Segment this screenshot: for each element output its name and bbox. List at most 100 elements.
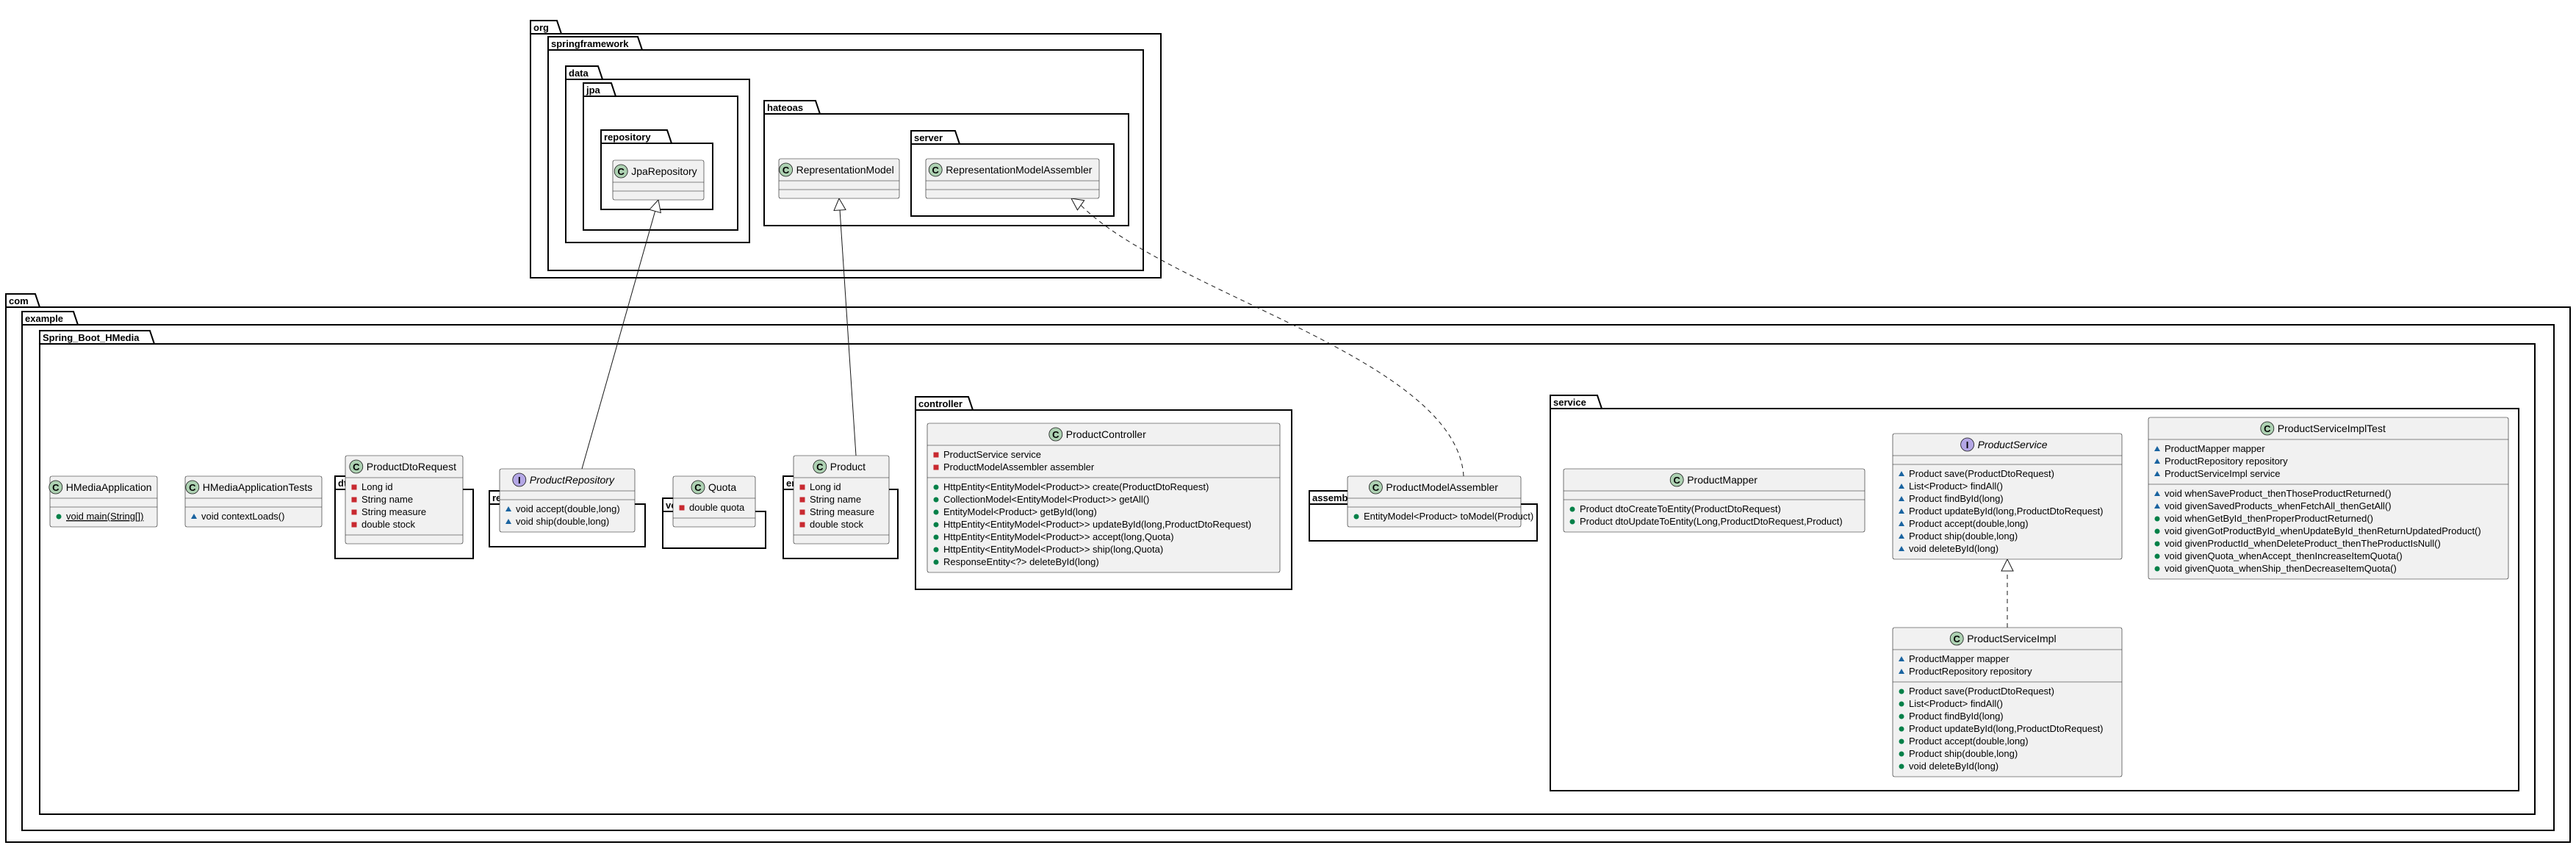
package-label: Spring_Boot_HMedia: [43, 332, 140, 343]
method-member: Product updateById(long,ProductDtoReques…: [1909, 723, 2104, 734]
field-member: double stock: [810, 519, 863, 530]
badge-letter: C: [353, 461, 360, 472]
interface-badge-icon: [1960, 437, 1975, 452]
class-name: HMediaApplicationTests: [203, 481, 312, 493]
field-member: String measure: [361, 506, 426, 517]
method-member: Product findById(long): [1909, 711, 2004, 722]
badge-letter: C: [694, 482, 702, 493]
field-member: ProductRepository repository: [2165, 456, 2288, 467]
class-quota[interactable]: C Quota double quota: [672, 475, 756, 528]
badge-letter: C: [816, 461, 824, 472]
field-member: double quota: [689, 502, 745, 513]
package-label: data: [569, 68, 589, 79]
implements-product-service: [2001, 558, 2014, 628]
method-member: void whenSaveProduct_thenThoseProductRet…: [2165, 488, 2392, 499]
method-member: Product accept(double,long): [1909, 736, 2029, 747]
class-badge-icon: [614, 164, 628, 179]
method-member: Product dtoCreateToEntity(ProductDtoRequ…: [1580, 503, 1781, 514]
package-label: repository: [604, 132, 651, 143]
class-name: Product: [830, 461, 866, 472]
package-controller: controller: [915, 396, 1292, 590]
method-member: ResponseEntity<?> deleteById(long): [943, 556, 1099, 567]
package-label: controller: [918, 398, 963, 409]
method-member: void main(String[]): [66, 511, 143, 522]
class-name: ProductMapper: [1687, 474, 1757, 486]
interface-badge-icon: [512, 472, 527, 487]
class-hmedia-application-tests[interactable]: C HMediaApplicationTests void contextLoads…: [184, 475, 323, 528]
package-com: com: [5, 293, 2571, 843]
class-badge-icon: [2260, 421, 2275, 436]
class-name: ProductDtoRequest: [367, 461, 456, 472]
package-label: com: [9, 295, 29, 306]
method-member: void accept(double,long): [516, 503, 620, 514]
extends-jpa-repository: [581, 198, 661, 470]
method-member: HttpEntity<EntityModel<Product>> accept(…: [943, 531, 1174, 542]
method-member: HttpEntity<EntityModel<Product>> create(…: [943, 481, 1209, 492]
package-label: hateoas: [767, 102, 803, 113]
field-member: ProductModelAssembler assembler: [943, 461, 1095, 472]
badge-letter: C: [1674, 475, 1681, 486]
badge-letter: C: [189, 482, 196, 493]
package-example: example: [21, 311, 2555, 831]
package-spring-boot-hmedia: Spring_Boot_HMedia: [39, 330, 2536, 815]
field-member: String name: [810, 494, 861, 505]
field-member: ProductRepository repository: [1909, 666, 2032, 677]
class-product-repository[interactable]: I ProductRepository void accept(double,lon…: [499, 468, 636, 533]
badge-letter: C: [1372, 482, 1380, 493]
method-member: Product save(ProductDtoRequest): [1909, 468, 2054, 479]
package-label: server: [914, 132, 943, 143]
method-member: Product dtoUpdateToEntity(Long,ProductDt…: [1580, 516, 1843, 527]
package-org: org: [530, 20, 1162, 279]
field-member: ProductServiceImpl service: [2165, 468, 2281, 479]
method-member: void givenQuota_whenAccept_thenIncreaseI…: [2165, 550, 2403, 561]
class-jpa-repository[interactable]: C JpaRepository: [612, 159, 705, 201]
class-name: Quota: [708, 481, 736, 493]
badge-letter: C: [2264, 423, 2271, 434]
class-badge-icon: [691, 480, 705, 495]
class-badge-icon: [185, 480, 200, 495]
class-badge-icon: [1369, 480, 1383, 495]
badge-letter: I: [518, 475, 521, 486]
method-member: Product accept(double,long): [1909, 518, 2029, 529]
package-data: data: [565, 65, 750, 243]
package-label: service: [1553, 397, 1586, 408]
field-member: ProductMapper mapper: [1909, 653, 2010, 664]
package-jpa: jpa: [583, 82, 738, 231]
badge-letter: C: [618, 166, 625, 177]
class-badge-icon: [1048, 427, 1063, 442]
class-badge-icon: [48, 480, 63, 495]
method-member: HttpEntity<EntityModel<Product>> ship(lo…: [943, 544, 1163, 555]
method-member: void givenProductId_whenDeleteProduct_th…: [2165, 538, 2441, 549]
package-label: org: [533, 22, 549, 33]
method-member: void deleteById(long): [1909, 543, 1998, 554]
package-label: example: [25, 313, 63, 324]
class-badge-icon: [813, 459, 827, 474]
method-member: Product updateById(long,ProductDtoReques…: [1909, 506, 2104, 517]
class-name: HMediaApplication: [66, 481, 152, 493]
method-member: void contextLoads(): [201, 511, 284, 522]
field-member: double stock: [361, 519, 415, 530]
field-member: Long id: [361, 481, 393, 492]
method-member: void ship(double,long): [516, 516, 609, 527]
field-member: Long id: [810, 481, 841, 492]
method-member: void whenGetById_thenProperProductReturn…: [2165, 513, 2373, 524]
method-member: void givenSavedProducts_whenFetchAll_the…: [2165, 500, 2392, 511]
method-member: EntityModel<Product> getById(long): [943, 506, 1097, 517]
class-name: ProductRepository: [530, 474, 615, 486]
class-name: JpaRepository: [631, 165, 697, 177]
relations-layer: [581, 197, 2014, 628]
class-name: ProductModelAssembler: [1386, 481, 1498, 493]
method-member: Product save(ProductDtoRequest): [1909, 686, 2054, 697]
